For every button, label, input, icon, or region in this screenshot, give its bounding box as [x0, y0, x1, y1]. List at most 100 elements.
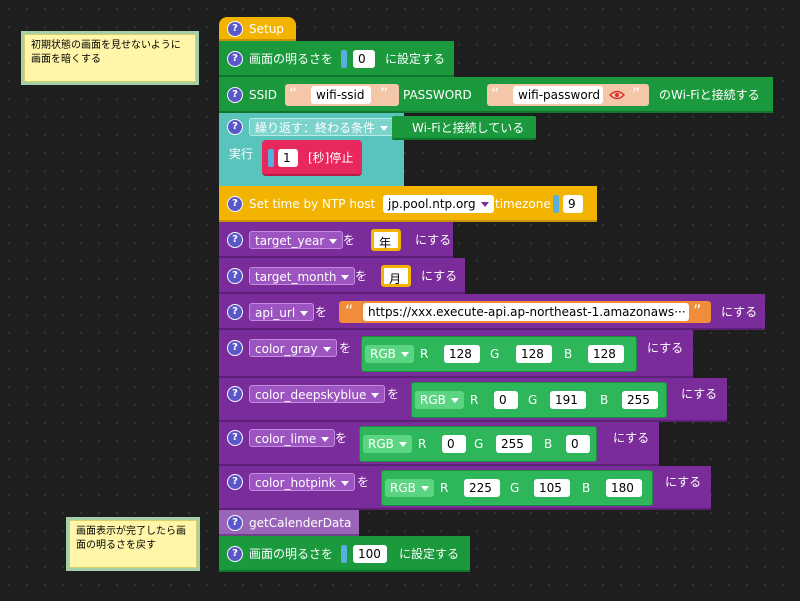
r-value-field[interactable]: 128 — [444, 345, 480, 363]
comment-darken-screen[interactable]: 初期状態の画面を見せないように画面を暗くする — [24, 34, 196, 82]
repeat-mode-dropdown[interactable]: 繰り返す：終わる条件 — [249, 118, 395, 136]
help-icon[interactable]: ? — [227, 340, 243, 356]
wifi-suffix: のWi-Fiと接続する — [659, 88, 760, 102]
r-value-field[interactable]: 0 — [494, 391, 518, 409]
set-brightness-block-final[interactable]: ? 画面の明るさを 100 に設定する — [219, 536, 470, 572]
r-value-field[interactable]: 225 — [464, 479, 500, 497]
variable-dropdown[interactable]: color_hotpink — [249, 473, 355, 491]
help-icon[interactable]: ? — [227, 51, 243, 67]
url-input[interactable]: https://xxx.execute-api.ap-northeast-1.a… — [363, 303, 689, 321]
assign-label: を — [355, 269, 368, 283]
timezone-label: timezone — [495, 197, 551, 211]
help-icon[interactable]: ? — [227, 232, 243, 248]
input-connector — [341, 50, 347, 68]
year-field[interactable]: 年 — [371, 229, 401, 251]
input-connector — [268, 149, 274, 167]
comment-restore-brightness[interactable]: 画面表示が完了したら画面の明るさを戻す — [69, 520, 197, 568]
close-quote-icon: ” — [693, 301, 702, 320]
rgb-mode-dropdown[interactable]: RGB — [365, 345, 414, 363]
month-field[interactable]: 月 — [381, 265, 411, 287]
help-icon[interactable]: ? — [227, 87, 243, 103]
assign-label: を — [335, 431, 348, 445]
password-string-block[interactable]: “ wifi-password ” — [487, 84, 649, 106]
r-value-field[interactable]: 0 — [442, 435, 466, 453]
rgb-color-block[interactable]: RGB R 128 G 128 B 128 — [361, 336, 637, 372]
b-label: B — [564, 347, 573, 361]
rgb-color-block[interactable]: RGB R 0 G 255 B 0 — [359, 426, 597, 462]
timezone-field[interactable]: 9 — [563, 195, 583, 213]
url-string-block[interactable]: “ https://xxx.execute-api.ap-northeast-1… — [339, 301, 711, 323]
variable-dropdown[interactable]: target_month — [249, 267, 356, 285]
help-icon[interactable]: ? — [227, 430, 243, 446]
rgb-color-block[interactable]: RGB R 225 G 105 B 180 — [381, 470, 653, 506]
help-icon[interactable]: ? — [227, 196, 243, 212]
help-icon[interactable]: ? — [227, 546, 243, 562]
rgb-mode-dropdown[interactable]: RGB — [415, 391, 464, 409]
set-var-block-color-hotpink[interactable]: ? color_hotpink を RGB R 225 G 105 B 180 … — [219, 466, 711, 510]
set-var-block-target-month[interactable]: ? target_month を 月 にする — [219, 258, 465, 294]
ssid-label: SSID — [249, 88, 278, 102]
variable-dropdown[interactable]: target_year — [249, 231, 344, 249]
brightness-value-field[interactable]: 0 — [353, 50, 375, 68]
variable-dropdown[interactable]: api_url — [249, 303, 315, 321]
rgb-mode-dropdown[interactable]: RGB — [385, 479, 434, 497]
brightness-label: 画面の明るさを — [249, 52, 334, 66]
g-value-field[interactable]: 191 — [550, 391, 586, 409]
brightness-value-field[interactable]: 100 — [353, 545, 387, 563]
setup-block[interactable]: ? Setup — [219, 17, 296, 41]
help-icon[interactable]: ? — [227, 515, 243, 531]
set-var-block-color-deepskyblue[interactable]: ? color_deepskyblue を RGB R 0 G 191 B 25… — [219, 378, 727, 422]
help-icon[interactable]: ? — [227, 386, 243, 402]
variable-dropdown[interactable]: color_gray — [249, 339, 337, 357]
b-value-field[interactable]: 128 — [588, 345, 624, 363]
help-icon[interactable]: ? — [227, 304, 243, 320]
set-var-block-target-year[interactable]: ? target_year を 年 にする — [219, 222, 453, 258]
password-label: PASSWORD — [403, 88, 472, 102]
wait-value-field[interactable]: 1 — [278, 149, 298, 167]
rgb-color-block[interactable]: RGB R 0 G 191 B 255 — [411, 382, 667, 418]
help-icon[interactable]: ? — [227, 119, 243, 135]
variable-dropdown[interactable]: color_lime — [249, 429, 336, 447]
procedure-label: getCalenderData — [249, 516, 352, 530]
b-value-field[interactable]: 255 — [622, 391, 658, 409]
rgb-mode-dropdown[interactable]: RGB — [363, 435, 412, 453]
password-input[interactable]: wifi-password — [513, 86, 603, 104]
ntp-host-dropdown[interactable]: jp.pool.ntp.org — [383, 195, 494, 213]
g-label: G — [510, 481, 520, 495]
g-value-field[interactable]: 255 — [496, 435, 532, 453]
ssid-string-block[interactable]: “ wifi-ssid ” — [285, 84, 399, 106]
open-quote-icon: “ — [491, 84, 500, 103]
repeat-until-block[interactable]: ? 繰り返す：終わる条件 実行 — [219, 113, 404, 198]
wait-seconds-block[interactable]: 1 [秒]停止 — [262, 140, 362, 176]
close-quote-icon: ” — [632, 84, 641, 103]
wifi-connected-condition[interactable]: Wi-Fiと接続している — [392, 116, 536, 140]
b-value-field[interactable]: 0 — [566, 435, 590, 453]
variable-dropdown[interactable]: color_deepskyblue — [249, 385, 386, 403]
input-connector — [553, 195, 559, 213]
ntp-label: Set time by NTP host — [249, 197, 376, 211]
assign-suffix: にする — [613, 431, 650, 445]
help-icon[interactable]: ? — [227, 268, 243, 284]
help-icon[interactable]: ? — [227, 21, 243, 37]
brightness-suffix: に設定する — [385, 52, 446, 66]
ntp-time-block[interactable]: ? Set time by NTP host jp.pool.ntp.org t… — [219, 186, 597, 222]
get-calender-data-block[interactable]: ? getCalenderData — [219, 510, 359, 536]
g-label: G — [490, 347, 500, 361]
set-var-block-color-lime[interactable]: ? color_lime を RGB R 0 G 255 B 0 にする — [219, 422, 659, 466]
g-value-field[interactable]: 105 — [534, 479, 570, 497]
set-var-block-api-url[interactable]: ? api_url を “ https://xxx.execute-api.ap… — [219, 294, 765, 330]
assign-label: を — [339, 341, 352, 355]
close-quote-icon: ” — [380, 84, 389, 103]
assign-label: を — [387, 387, 400, 401]
g-value-field[interactable]: 128 — [516, 345, 552, 363]
eye-icon[interactable] — [609, 90, 625, 100]
b-label: B — [600, 393, 609, 407]
help-icon[interactable]: ? — [227, 474, 243, 490]
wifi-connect-block[interactable]: ? SSID “ wifi-ssid ” PASSWORD “ wifi-pas… — [219, 77, 773, 113]
ssid-input[interactable]: wifi-ssid — [311, 86, 371, 104]
assign-suffix: にする — [665, 475, 702, 489]
set-brightness-block[interactable]: ? 画面の明るさを 0 に設定する — [219, 41, 454, 77]
set-var-block-color-gray[interactable]: ? color_gray を RGB R 128 G 128 B 128 にする — [219, 330, 693, 378]
assign-suffix: にする — [421, 269, 458, 283]
b-value-field[interactable]: 180 — [606, 479, 642, 497]
